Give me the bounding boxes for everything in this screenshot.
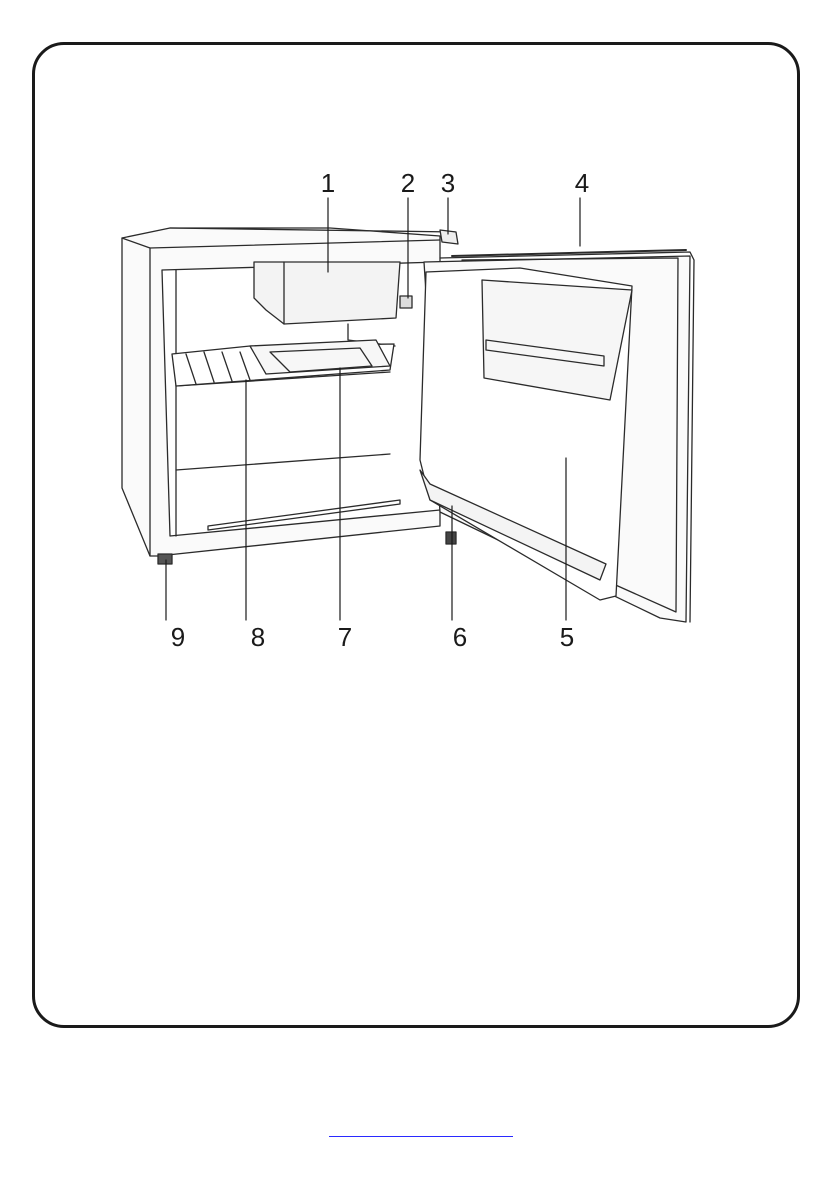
callout-8: 8 (251, 624, 265, 650)
freezer-compartment (254, 262, 400, 324)
leveling-foot (158, 554, 172, 564)
callout-3: 3 (441, 170, 455, 196)
callout-4: 4 (575, 170, 589, 196)
callout-6: 6 (453, 624, 467, 650)
callout-5: 5 (560, 624, 574, 650)
top-hinge (440, 230, 458, 244)
callout-2: 2 (401, 170, 415, 196)
callout-7: 7 (338, 624, 352, 650)
callout-9: 9 (171, 624, 185, 650)
thermostat-knob (400, 296, 412, 308)
callout-1: 1 (321, 170, 335, 196)
footer-link[interactable] (329, 1126, 513, 1137)
bottom-hinge (446, 532, 456, 544)
